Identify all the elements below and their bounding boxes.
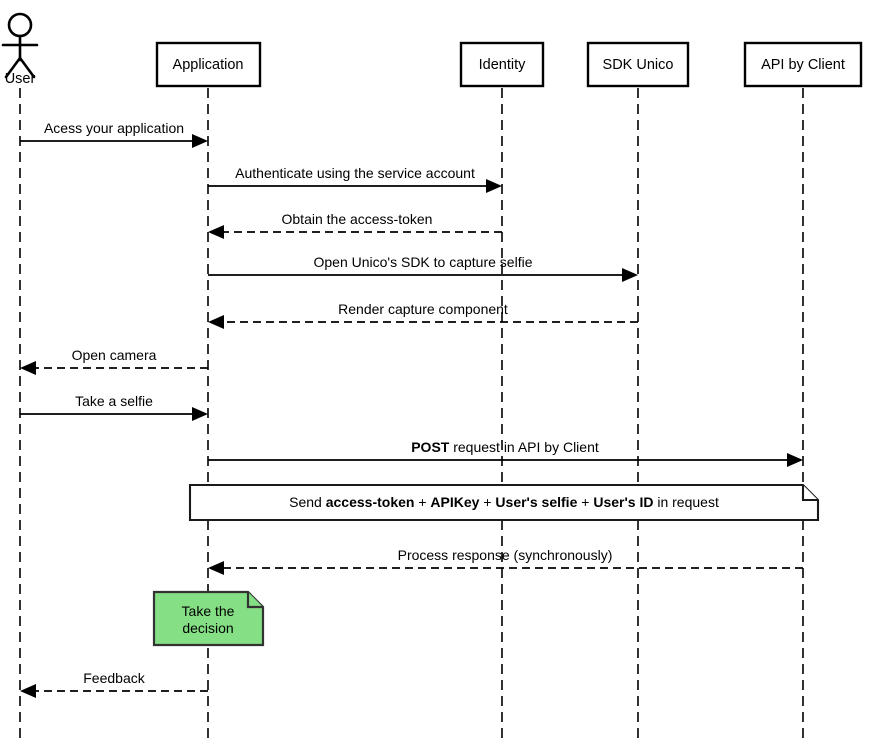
message-feedback[interactable]: Feedback	[20, 670, 208, 698]
note-seg-0: Send	[289, 494, 326, 510]
message-label-bold: POST	[411, 439, 450, 455]
note-seg-8: in request	[653, 494, 718, 510]
message-label: Take a selfie	[75, 393, 153, 409]
message-render-capture-component[interactable]: Render capture component	[208, 301, 638, 329]
message-label-rest: request in API by Client	[449, 439, 599, 455]
arrow-head-left-icon	[20, 361, 36, 375]
participant-label-application: Application	[173, 57, 244, 73]
participant-identity[interactable]: Identity	[459, 41, 545, 88]
message-label: Feedback	[83, 670, 145, 686]
actor-user[interactable]: User	[1, 12, 39, 87]
note-label-line-2: decision	[182, 620, 233, 636]
participant-label-api-by-client: API by Client	[761, 57, 845, 73]
note-send-request[interactable]: Send access-token + APIKey + User's self…	[188, 483, 820, 522]
message-authenticate-using-the-service-account[interactable]: Authenticate using the service account	[208, 165, 502, 193]
message-label: Authenticate using the service account	[235, 165, 475, 181]
arrow-head-left-icon	[208, 315, 224, 329]
note-fold-icon	[246, 592, 263, 609]
actor-left-leg-icon	[4, 56, 22, 79]
arrow-head-left-icon	[208, 561, 224, 575]
message-post-request-in-api-by-client[interactable]: POST request in API by Client	[208, 439, 803, 467]
note-seg-1: access-token	[326, 494, 415, 510]
actor-user-label: User	[5, 71, 36, 87]
arrow-head-right-icon	[622, 268, 638, 282]
note-seg-6: +	[577, 494, 593, 510]
message-open-unicos-sdk-to-capture-selfie[interactable]: Open Unico's SDK to capture selfie	[208, 254, 638, 282]
participant-api-by-client[interactable]: API by Client	[743, 41, 863, 88]
note-body	[188, 483, 820, 522]
note-label-line-1: Take the	[182, 603, 235, 619]
arrow-head-right-icon	[787, 453, 803, 467]
arrow-head-right-icon	[192, 407, 208, 421]
participant-application[interactable]: Application	[155, 41, 262, 88]
actor-head-icon	[7, 12, 33, 38]
note-fold-icon	[801, 485, 818, 502]
message-label: Open Unico's SDK to capture selfie	[313, 254, 532, 270]
arrow-head-right-icon	[192, 134, 208, 148]
note-body	[152, 590, 265, 647]
message-acess-your-application[interactable]: Acess your application	[20, 120, 208, 148]
note-seg-7: User's ID	[593, 494, 653, 510]
arrow-head-right-icon	[486, 179, 502, 193]
message-label: Obtain the access-token	[282, 211, 433, 227]
participant-box-sdk-unico[interactable]	[586, 41, 690, 88]
message-label: Open camera	[72, 347, 157, 363]
arrow-head-left-icon	[208, 225, 224, 239]
participant-box-identity[interactable]	[459, 41, 545, 88]
note-label: Send access-token + APIKey + User's self…	[289, 494, 719, 510]
participant-label-sdk-unico: SDK Unico	[603, 57, 674, 73]
message-obtain-the-access-token[interactable]: Obtain the access-token	[208, 211, 502, 239]
note-seg-5: User's selfie	[495, 494, 577, 510]
message-label: POST request in API by Client	[411, 439, 599, 455]
note-seg-2: +	[414, 494, 430, 510]
participant-box-api-by-client[interactable]	[743, 41, 863, 88]
message-label: Render capture component	[338, 301, 508, 317]
message-label: Process response (synchronously)	[398, 547, 613, 563]
participant-box-application[interactable]	[155, 41, 262, 88]
message-label: Acess your application	[44, 120, 184, 136]
message-process-response-synchronously[interactable]: Process response (synchronously)	[208, 547, 803, 575]
note-seg-3: APIKey	[430, 494, 479, 510]
participant-label-identity: Identity	[479, 57, 526, 73]
participant-sdk-unico[interactable]: SDK Unico	[586, 41, 690, 88]
note-seg-4: +	[479, 494, 495, 510]
note-take-decision[interactable]: Take the decision	[152, 590, 265, 647]
message-open-camera[interactable]: Open camera	[20, 347, 208, 375]
arrow-head-left-icon	[20, 684, 36, 698]
actor-right-leg-icon	[18, 56, 36, 79]
message-take-a-selfie[interactable]: Take a selfie	[20, 393, 208, 421]
